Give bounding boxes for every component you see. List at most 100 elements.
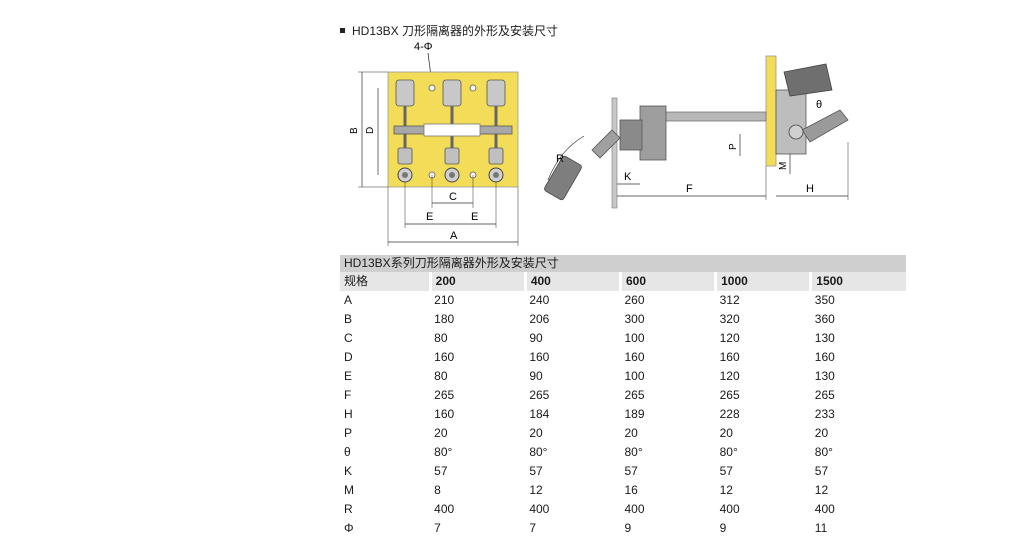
value-cell: 80 xyxy=(434,331,448,345)
value-cell: 312 xyxy=(719,293,740,307)
side-mounting-plate xyxy=(765,55,777,167)
value-cell: 80° xyxy=(719,445,738,459)
row-label-cell: D xyxy=(344,350,353,364)
value-cell: 100 xyxy=(624,331,645,345)
value-cell: 160 xyxy=(719,350,740,364)
label-r: R xyxy=(556,153,564,165)
row-label-cell: R xyxy=(344,502,353,516)
value-cell: 160 xyxy=(624,350,645,364)
value-cell: 20 xyxy=(814,426,829,440)
side-view-drawing: R K F H P M θ xyxy=(544,55,849,209)
value-cell: 120 xyxy=(719,331,740,345)
value-cell: 57 xyxy=(814,464,829,478)
value-cell: 265 xyxy=(624,388,645,402)
value-cell: 20 xyxy=(434,426,448,440)
value-cell: 233 xyxy=(814,407,835,421)
value-cell: 11 xyxy=(814,521,828,535)
label-f: F xyxy=(686,183,693,195)
value-cell: 57 xyxy=(719,464,733,478)
value-cell: 210 xyxy=(434,293,455,307)
value-cell: 265 xyxy=(814,388,835,402)
value-cell: 100 xyxy=(624,369,645,383)
front-view-drawing: 4-Φ B D C xyxy=(349,41,519,246)
value-cell: 120 xyxy=(719,369,740,383)
value-cell: 160 xyxy=(814,350,835,364)
value-cell: 228 xyxy=(719,407,740,421)
value-cell: 80° xyxy=(434,445,453,459)
value-cell: 206 xyxy=(529,312,550,326)
value-cell: 160 xyxy=(434,407,455,421)
value-cell: 184 xyxy=(529,407,550,421)
row-label-cell: C xyxy=(344,331,353,345)
row-label-cell: K xyxy=(344,464,353,478)
value-cell: 180 xyxy=(434,312,455,326)
value-cell: 9 xyxy=(624,521,632,535)
value-cell: 265 xyxy=(719,388,740,402)
label-k: K xyxy=(624,171,632,183)
value-cell: 240 xyxy=(529,293,550,307)
label-e-left: E xyxy=(426,211,433,223)
value-cell: 7 xyxy=(529,521,536,535)
value-cell: 90 xyxy=(529,369,543,383)
value-cell: 80° xyxy=(529,445,548,459)
value-cell: 20 xyxy=(529,426,543,440)
value-cell: 12 xyxy=(719,483,733,497)
value-cell: 57 xyxy=(434,464,448,478)
table-row: M 8 12 16 12 12 xyxy=(340,481,906,500)
label-theta: θ xyxy=(816,99,822,111)
label-e-right: E xyxy=(471,211,478,223)
value-cell: 80° xyxy=(624,445,643,459)
header-cell: 1000 xyxy=(714,272,811,291)
value-cell: 265 xyxy=(529,388,550,402)
label-holes: 4-Φ xyxy=(414,41,433,53)
header-cell: 400 xyxy=(523,272,621,291)
row-label-cell: B xyxy=(344,312,353,326)
value-cell: 57 xyxy=(529,464,543,478)
row-label-cell: H xyxy=(344,407,353,421)
header-cell: 1500 xyxy=(809,272,906,291)
label-d: D xyxy=(365,127,376,134)
header-cell: 规格 xyxy=(340,272,431,291)
row-label-cell: M xyxy=(344,483,354,497)
value-cell: 7 xyxy=(434,521,441,535)
value-cell: 400 xyxy=(719,502,740,516)
page-heading: HD13BX 刀形隔离器的外形及安装尺寸 xyxy=(340,22,558,39)
bullet-icon xyxy=(340,28,345,33)
spec-table-section: HD13BX系列刀形隔离器外形及安装尺寸 规格 200 400 600 1000… xyxy=(340,255,906,538)
value-cell: 130 xyxy=(814,331,835,345)
value-cell: 320 xyxy=(719,312,740,326)
table-row: C 80 90 100 120 130 xyxy=(340,329,906,348)
label-m: M xyxy=(778,162,789,170)
value-cell: 12 xyxy=(814,483,829,497)
value-cell: 16 xyxy=(624,483,638,497)
row-label-cell: F xyxy=(344,388,352,402)
label-p: P xyxy=(728,143,739,150)
row-label-cell: θ xyxy=(344,445,351,459)
table-caption: HD13BX系列刀形隔离器外形及安装尺寸 xyxy=(340,255,906,272)
value-cell: 12 xyxy=(529,483,543,497)
value-cell: 400 xyxy=(814,502,835,516)
page-heading-text: HD13BX 刀形隔离器的外形及安装尺寸 xyxy=(352,24,559,38)
value-cell: 400 xyxy=(624,502,645,516)
label-h: H xyxy=(806,183,814,195)
value-cell: 80 xyxy=(434,369,448,383)
value-cell: 260 xyxy=(624,293,645,307)
label-c: C xyxy=(449,191,457,203)
table-header-row: 规格 200 400 600 1000 1500 xyxy=(340,272,906,291)
value-cell: 8 xyxy=(434,483,441,497)
value-cell: 360 xyxy=(814,312,835,326)
value-cell: 265 xyxy=(434,388,455,402)
row-label-cell: Φ xyxy=(344,521,354,535)
value-cell: 90 xyxy=(529,331,543,345)
